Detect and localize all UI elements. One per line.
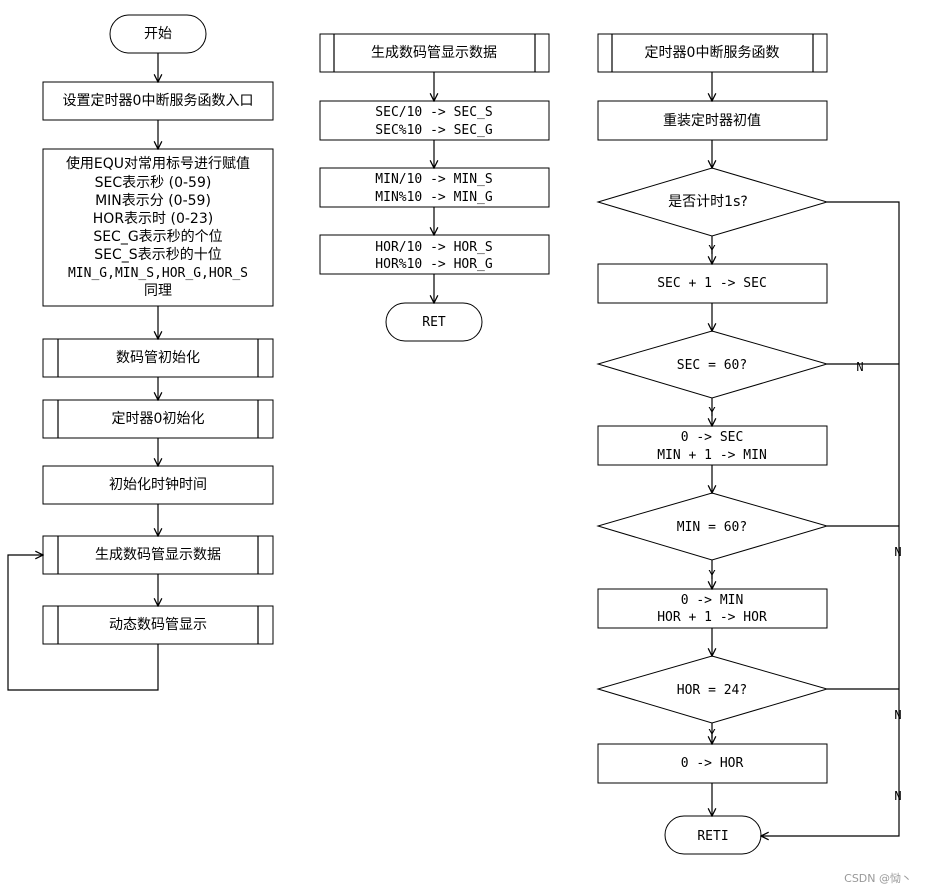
equ-line-1: 使用EQU对常用标号进行赋值 (66, 155, 250, 172)
timer-init-label: 定时器0初始化 (112, 410, 205, 427)
isr-title-process (597, 33, 828, 73)
no-label-hor: N (894, 708, 901, 722)
min-reset-box (597, 588, 828, 629)
hor-reset-label: 0 -> HOR (681, 756, 744, 771)
sec-ops-box (319, 100, 550, 141)
check-1s-label: 是否计时1s? (668, 194, 748, 210)
subroutine-title-label: 生成数码管显示数据 (371, 45, 497, 61)
min-op-1: MIN/10 -> MIN_S (375, 172, 492, 187)
set-isr-entry-box (42, 81, 274, 121)
yes-label-hor: Y (708, 727, 716, 741)
seg-init-label: 数码管初始化 (116, 349, 200, 366)
dyn-display-label: 动态数码管显示 (109, 617, 207, 633)
equ-line-4: HOR表示时 (0-23) (93, 211, 213, 227)
min-op-2: MIN%10 -> MIN_G (375, 190, 493, 205)
reti-label: RETI (697, 829, 728, 844)
min-check-label: MIN = 60? (677, 520, 747, 535)
sec-check-label: SEC = 60? (677, 358, 747, 373)
reload-timer-label: 重装定时器初值 (663, 112, 761, 129)
ret-label: RET (422, 315, 446, 330)
gen-data-subroutine: 生成数码管显示数据 SEC/10 -> SEC_S SEC%10 -> SEC_… (319, 33, 550, 342)
hor-op-1: HOR/10 -> HOR_S (375, 240, 492, 255)
sec-reset-line-1: 0 -> SEC (681, 430, 744, 445)
equ-line-5: SEC_G表示秒的个位 (93, 229, 222, 245)
subroutine-title-process (319, 33, 550, 73)
no-label-sec: N (856, 360, 863, 374)
sec-op-1: SEC/10 -> SEC_S (375, 105, 492, 120)
equ-line-2: SEC表示秒 (0-59) (95, 175, 212, 191)
sec-inc-label: SEC + 1 -> SEC (657, 276, 767, 291)
sec-op-2: SEC%10 -> SEC_G (375, 123, 493, 138)
hor-reset-box (597, 743, 828, 784)
watermark: CSDN @恸丶 (844, 871, 912, 885)
hor-check-label: HOR = 24? (677, 683, 747, 698)
loop-back-arrow (7, 555, 159, 691)
clock-init-label: 初始化时钟时间 (109, 476, 207, 493)
gen-data-process (42, 535, 274, 575)
set-isr-entry-label: 设置定时器0中断服务函数入口 (63, 93, 254, 109)
reload-timer-box (597, 100, 828, 141)
yes-label-min: Y (708, 568, 716, 582)
sec-reset-box (597, 425, 828, 466)
hor-op-2: HOR%10 -> HOR_G (375, 257, 493, 272)
equ-line-7: MIN_G,MIN_S,HOR_G,HOR_S (68, 266, 248, 281)
no-label-min: N (894, 545, 901, 559)
clock-init-box (42, 465, 274, 505)
equ-line-3: MIN表示分 (0-59) (95, 193, 211, 209)
equ-line-6: SEC_S表示秒的十位 (94, 247, 221, 263)
equ-line-8: 同理 (144, 283, 172, 299)
yes-label-sec: Y (708, 405, 716, 419)
sec-inc-box (597, 263, 828, 304)
min-reset-line-2: HOR + 1 -> HOR (657, 610, 767, 625)
no-branch-rail (761, 201, 900, 836)
seg-init-process (42, 338, 274, 378)
sec-reset-line-2: MIN + 1 -> MIN (657, 448, 767, 463)
start-label: 开始 (144, 26, 172, 42)
main-flow: 开始 设置定时器0中断服务函数入口 使用EQU对常用标号进行赋值 SEC表示秒 … (7, 14, 274, 691)
min-reset-line-1: 0 -> MIN (681, 593, 744, 608)
yes-label-1s: Y (708, 243, 716, 257)
timer0-isr-flow: 定时器0中断服务函数 重装定时器初值 是否计时1s? SEC + 1 -> SE… (596, 33, 902, 855)
gen-data-label: 生成数码管显示数据 (95, 547, 221, 563)
isr-title-label: 定时器0中断服务函数 (645, 45, 780, 61)
no-label-rail: N (894, 789, 901, 803)
